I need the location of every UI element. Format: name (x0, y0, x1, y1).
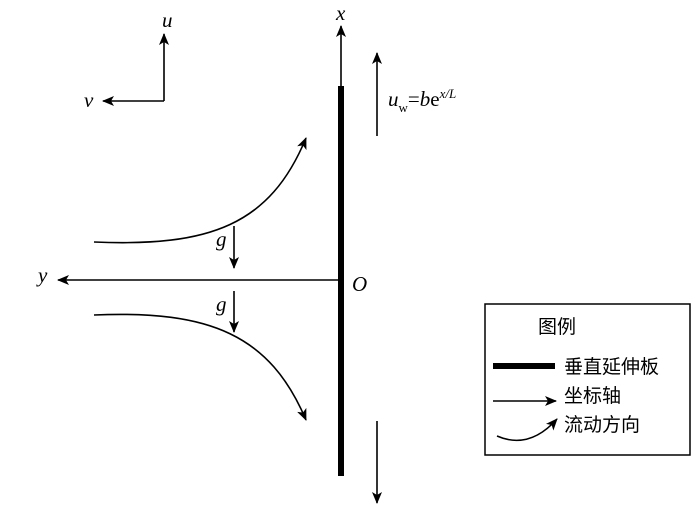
legend-flow-curve-symbol (496, 418, 558, 442)
formula-exponent: x/L (439, 86, 457, 101)
formula-equals: = (408, 87, 420, 111)
lower-flow-direction-curve (93, 313, 307, 421)
origin-label: O (352, 272, 367, 296)
local-uv-axes: u v (84, 8, 173, 112)
formula-e: e (430, 87, 439, 111)
legend-title: 图例 (538, 316, 576, 338)
gravity-label-lower: g (216, 292, 227, 316)
legend-item-flow-label: 流动方向 (564, 414, 640, 436)
legend-item-plate-label: 垂直延伸板 (564, 356, 659, 378)
upper-flow-direction-curve (93, 137, 307, 244)
gravity-label-upper: g (216, 227, 227, 251)
formula-subscript: w (399, 100, 409, 115)
formula-u: u (388, 87, 399, 111)
u-axis-label: u (162, 8, 173, 32)
legend-item-axis-label: 坐标轴 (564, 385, 621, 407)
legend-box (484, 303, 691, 456)
v-axis-label: v (84, 88, 94, 112)
formula-b: b (420, 87, 431, 111)
legend: 图例 垂直延伸板 坐标轴 流动方向 (484, 303, 691, 456)
y-axis-label: y (36, 263, 48, 287)
wall-velocity-formula: uw=bex/L (388, 86, 456, 115)
x-axis-label: x (335, 1, 346, 25)
